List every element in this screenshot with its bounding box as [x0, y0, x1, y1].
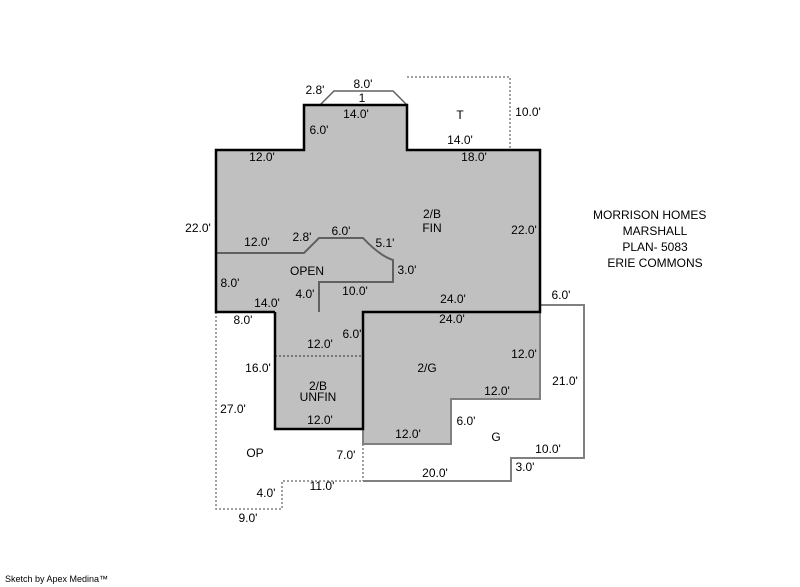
dim-label: 8.0' — [221, 276, 240, 290]
dim-label: 14.0' — [343, 107, 369, 121]
dim-label: 12.0' — [244, 235, 270, 249]
dim-label: 4.0' — [296, 287, 315, 301]
dim-label: 12.0' — [307, 337, 333, 351]
dim-label: 8.0' — [234, 313, 253, 327]
dim-label: 12.0' — [511, 347, 537, 361]
dim-label: 6.0' — [310, 123, 329, 137]
area-label-fin-1: 2/B — [423, 207, 441, 221]
builder-name: MORRISON HOMES — [593, 208, 707, 222]
community-name: ERIE COMMONS — [607, 256, 703, 270]
plan-info: MORRISON HOMES MARSHALL PLAN- 5083 ERIE … — [580, 207, 730, 271]
dim-label: 2.8' — [306, 83, 325, 97]
area-label-fin-2: FIN — [422, 221, 441, 235]
dim-label: 5.1' — [376, 236, 395, 250]
dim-label: 10.0' — [515, 105, 541, 119]
dim-label: 24.0' — [439, 312, 465, 326]
dim-label: 2.8' — [293, 230, 312, 244]
garage-upper-area — [363, 312, 540, 444]
sketch-credit: Sketch by Apex Medina™ — [5, 574, 109, 584]
area-label-open: OPEN — [290, 264, 324, 278]
open-porch-outline — [215, 312, 363, 510]
dimension-labels: 2.8' 8.0' 14.0' 6.0' 10.0' 14.0' 18.0' 1… — [185, 77, 578, 525]
dim-label: 7.0' — [337, 448, 356, 462]
dim-label: 12.0' — [395, 427, 421, 441]
dim-label: 9.0' — [239, 511, 258, 525]
area-label-unfin-2: UNFIN — [300, 390, 337, 404]
dim-label: 4.0' — [257, 486, 276, 500]
dim-label: 10.0' — [342, 284, 368, 298]
dim-label: 3.0' — [516, 460, 535, 474]
dim-label: 11.0' — [310, 479, 335, 493]
dim-label: 14.0' — [447, 133, 473, 147]
dim-label: 12.0' — [249, 150, 275, 164]
dim-label: 20.0' — [422, 466, 448, 480]
area-label-terrace: T — [456, 108, 464, 122]
main-outline — [214, 103, 542, 431]
dim-label: 27.0' — [220, 402, 246, 416]
dim-label: 14.0' — [254, 296, 280, 310]
garage-outline — [363, 304, 585, 482]
dim-label: 22.0' — [511, 223, 537, 237]
area-label-unfin-1: 2/B — [309, 379, 327, 393]
dim-label: 6.0' — [552, 288, 571, 302]
area-label-open-porch: OP — [246, 446, 263, 460]
garage-upper-outline — [362, 312, 541, 445]
plan-number: PLAN- 5083 — [622, 240, 688, 254]
dim-label: 24.0' — [440, 292, 466, 306]
dim-label: 12.0' — [484, 384, 510, 398]
dim-label: 21.0' — [552, 374, 578, 388]
area-label-garage: G — [491, 430, 500, 444]
dim-label: 6.0' — [343, 327, 362, 341]
dim-label: 8.0' — [354, 77, 373, 91]
area-label-garage-upper: 2/G — [417, 361, 436, 375]
dim-label: 10.0' — [535, 442, 561, 456]
dim-label: 3.0' — [398, 263, 417, 277]
dim-label: 6.0' — [457, 414, 476, 428]
bay-window-outline — [319, 90, 408, 106]
model-name: MARSHALL — [622, 224, 688, 238]
dim-label: 18.0' — [461, 150, 487, 164]
dim-label: 12.0' — [307, 413, 333, 427]
area-label-bay: 1 — [359, 91, 366, 105]
dim-label: 16.0' — [245, 361, 271, 375]
open-area-outline — [216, 237, 394, 312]
upper-level-area — [216, 105, 540, 429]
dim-label: 22.0' — [185, 221, 211, 235]
dim-label: 6.0' — [332, 224, 351, 238]
